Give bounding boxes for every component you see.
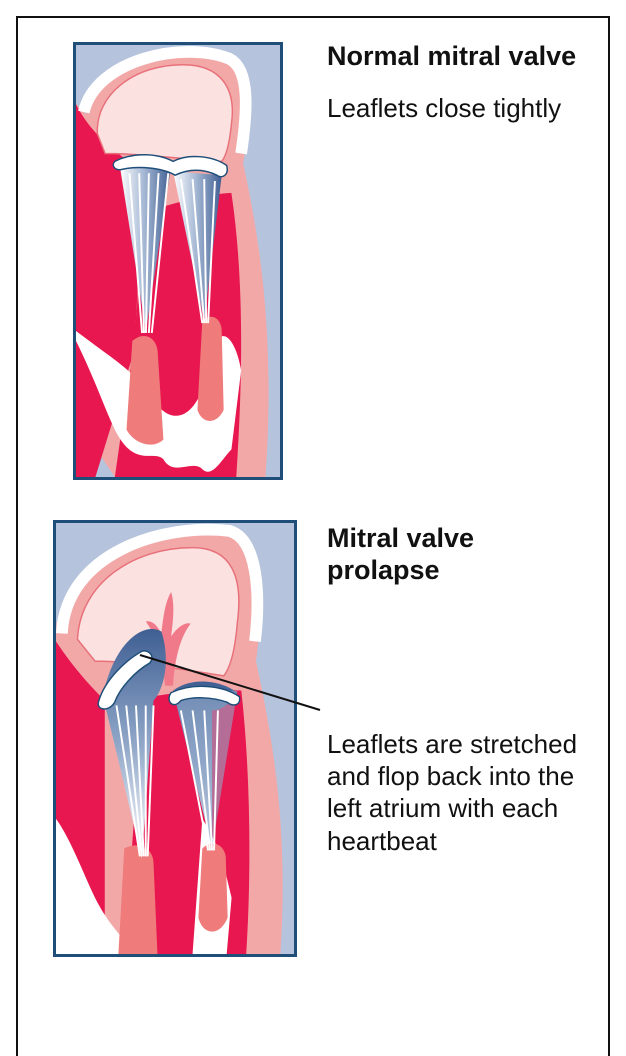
normal-valve-caption: Leaflets close tightly [327, 92, 561, 124]
papillary-muscle [118, 845, 157, 954]
normal-valve-title: Normal mitral valve [327, 40, 576, 72]
prolapse-valve-caption: Leaflets are stretched and flop back int… [327, 728, 607, 857]
papillary-muscle [198, 843, 227, 931]
prolapse-valve-title: Mitral valve prolapse [327, 522, 527, 587]
prolapse-valve-illustration [53, 520, 297, 957]
normal-valve-illustration [73, 42, 283, 480]
